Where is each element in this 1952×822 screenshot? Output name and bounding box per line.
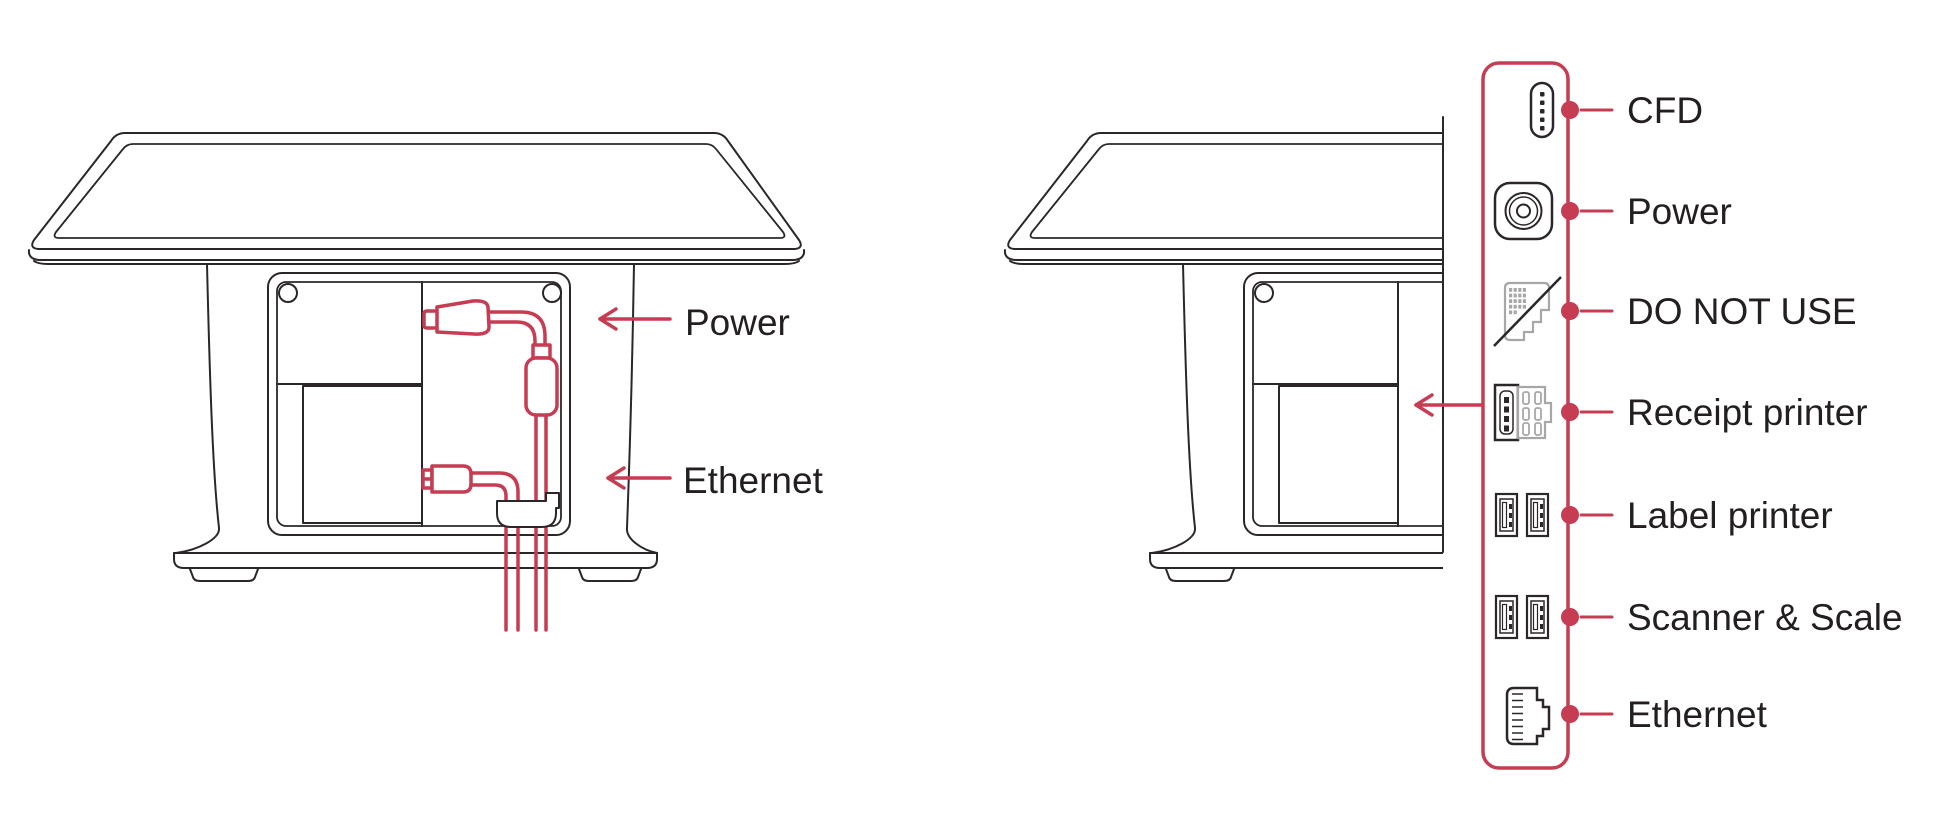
- port-callouts: CFD Power DO NOT USE Receipt printer Lab…: [1561, 90, 1903, 735]
- slab-band-line: [27, 249, 806, 261]
- left-foot: [189, 568, 259, 582]
- power-cable: [422, 299, 559, 632]
- right-pedestal-edge: [1151, 263, 1196, 554]
- left-screen-bezel: [53, 143, 786, 239]
- left-screen-outline: [31, 132, 802, 250]
- dual-usb-ports-icon: [1494, 492, 1550, 538]
- usb-c-port-icon: [1529, 81, 1555, 139]
- power-cable-neck: [531, 343, 552, 360]
- port-label-label-printer: Label printer: [1627, 495, 1833, 536]
- power-callout-label: Power: [685, 302, 790, 343]
- port-label-scanner-scale: Scanner & Scale: [1627, 597, 1903, 638]
- right-screen-outline: [1007, 132, 1443, 250]
- port-label-receipt-printer: Receipt printer: [1627, 392, 1868, 433]
- left-arrow-icon: [1414, 393, 1434, 417]
- usb-a-port-icon: [1494, 594, 1519, 640]
- compartment-lower-box: [302, 385, 423, 524]
- ethernet-port-pins: [1512, 693, 1523, 741]
- leader-dot: [1561, 302, 1579, 320]
- port-label-ethernet: Ethernet: [1627, 694, 1768, 735]
- ethernet-port-icon: [1505, 686, 1551, 746]
- leader-dot: [1561, 403, 1579, 421]
- power-callout: Power: [598, 302, 790, 343]
- ethernet-cable: [421, 464, 520, 632]
- ethernet-plug-body: [430, 464, 473, 494]
- panel-location-callout: [1414, 393, 1483, 417]
- power-ferrite-barrel: [524, 356, 559, 417]
- compartment-outer: [267, 272, 571, 536]
- power-plug-tip: [422, 309, 439, 330]
- leader-dot: [1561, 101, 1579, 119]
- usb-a-port-icon: [1494, 492, 1519, 538]
- left-arrow-icon: [606, 466, 626, 490]
- ethernet-callout: Ethernet: [606, 460, 824, 501]
- power-plug-body: [435, 299, 491, 336]
- cable-clip: [496, 492, 560, 528]
- base-outline: [173, 552, 658, 569]
- screw-hole-icon: [1254, 283, 1274, 303]
- disabled-port-pins: [1509, 288, 1526, 315]
- left-arrow-icon: [598, 307, 618, 331]
- slash-icon: [1493, 276, 1562, 347]
- port-label-do-not-use: DO NOT USE: [1627, 291, 1857, 332]
- right-base-outline: [1149, 552, 1443, 569]
- port-panel: CFD Power DO NOT USE Receipt printer Lab…: [1414, 61, 1903, 770]
- leader-dot: [1561, 202, 1579, 220]
- powered-usb-port-icon: [1493, 383, 1553, 442]
- leader-dot: [1561, 608, 1579, 626]
- right-foot: [578, 568, 642, 582]
- right-compartment-inner: [1252, 281, 1443, 527]
- right-pos-terminal: [1003, 132, 1443, 582]
- left-pos-terminal: [27, 132, 806, 582]
- ethernet-callout-label: Ethernet: [683, 460, 824, 501]
- right-compartment-outer: [1243, 272, 1443, 536]
- disabled-port-icon: [1493, 276, 1562, 347]
- right-foot: [1165, 568, 1235, 582]
- dual-usb-ports-icon: [1494, 594, 1550, 640]
- port-label-cfd: CFD: [1627, 90, 1703, 131]
- slab-band-bottom: [33, 260, 800, 265]
- screw-hole-icon: [542, 283, 562, 303]
- leader-dot: [1561, 705, 1579, 723]
- right-compartment-lower-box: [1278, 385, 1399, 524]
- pedestal-left-edge: [175, 263, 220, 554]
- screw-hole-icon: [278, 283, 298, 303]
- port-label-power: Power: [1627, 191, 1732, 232]
- right-screen-bezel: [1029, 143, 1443, 239]
- compartment-inner: [276, 281, 562, 527]
- pedestal-right-edge: [626, 263, 658, 554]
- usb-a-port-icon: [1525, 594, 1550, 640]
- usb-a-port-icon: [1525, 492, 1550, 538]
- power-jack-icon: [1493, 181, 1554, 241]
- leader-dot: [1561, 506, 1579, 524]
